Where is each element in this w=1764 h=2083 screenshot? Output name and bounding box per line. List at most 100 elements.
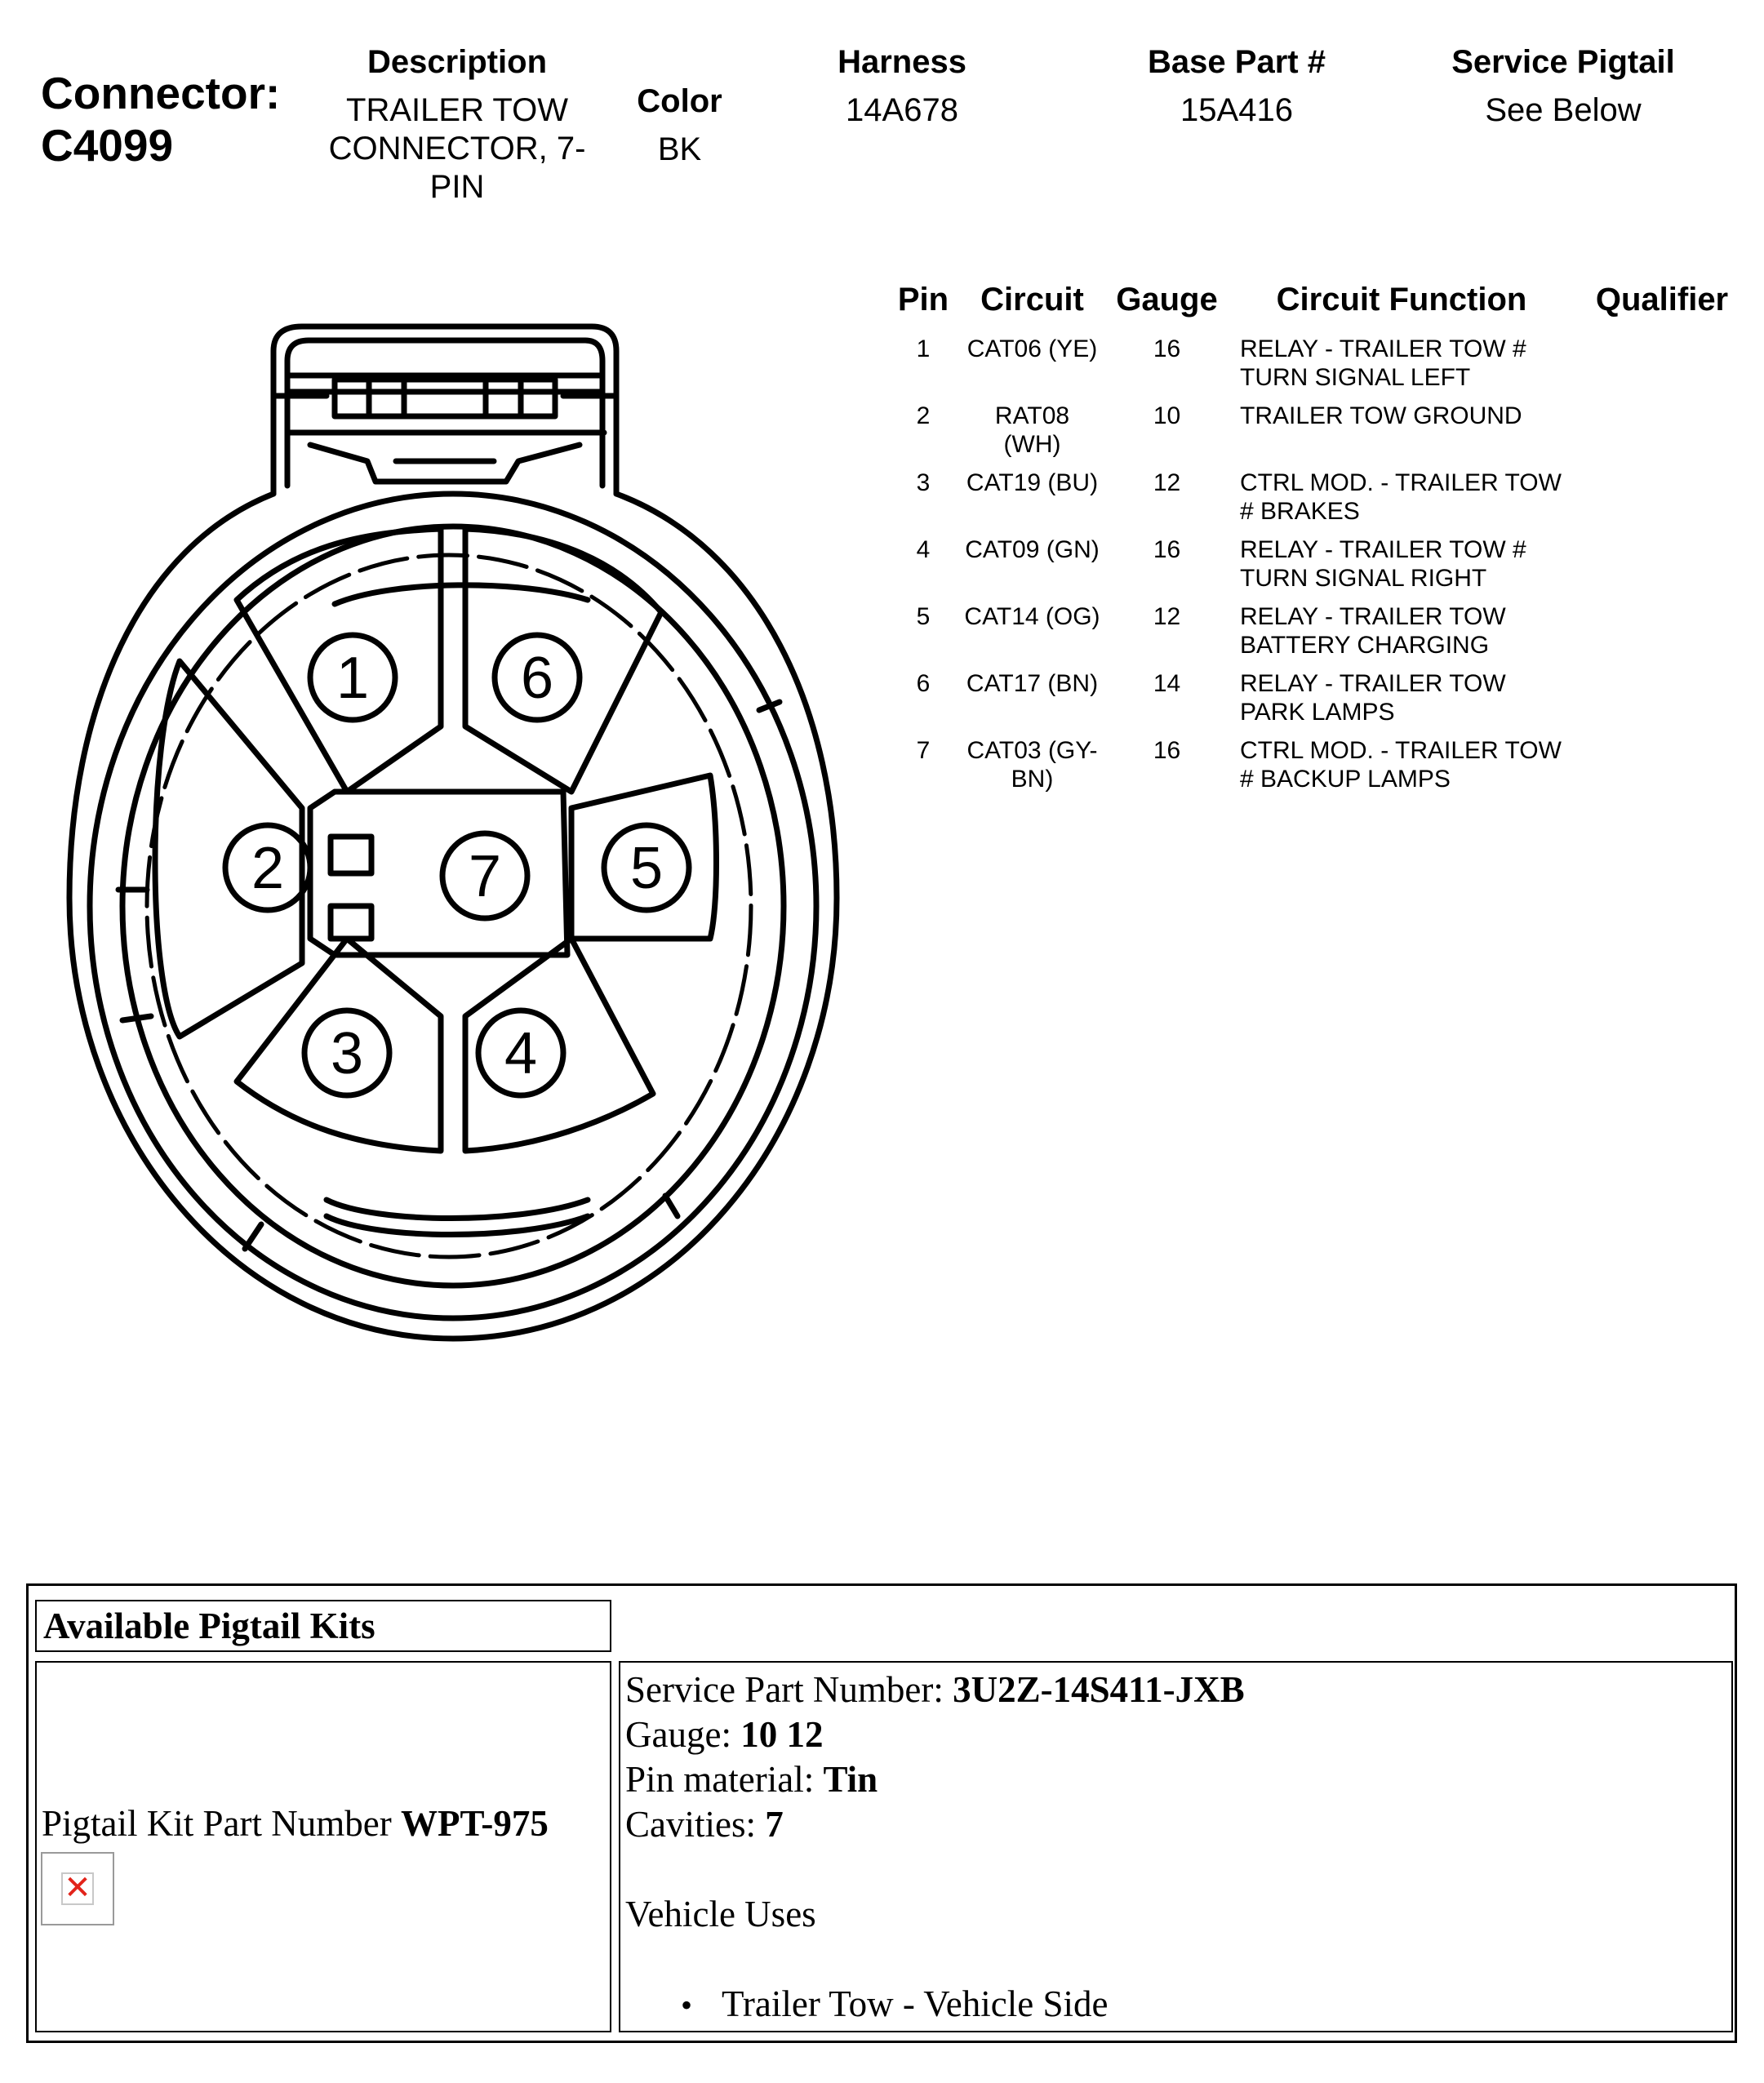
key-square xyxy=(327,903,375,942)
circuit-line: RAT08 xyxy=(994,402,1070,429)
pin-number: 7 xyxy=(916,737,931,764)
pin-6-circle xyxy=(491,632,583,723)
circuit-function: RELAY - TRAILER TOW #TURN SIGNAL LEFT xyxy=(1230,335,1573,402)
vehicle-uses-label: Vehicle Uses xyxy=(625,1894,816,1934)
service-pigtail-value: See Below xyxy=(1485,92,1642,128)
pin-material-label: Pin material: xyxy=(625,1759,824,1800)
qualifier xyxy=(1573,736,1751,803)
pin-5-circle xyxy=(601,822,692,913)
function-line: CTRL MOD. - TRAILER TOW xyxy=(1240,737,1562,764)
base-part-column: Base Part # 15A416 xyxy=(1106,42,1367,130)
broken-image-x-icon: ✕ xyxy=(61,1872,94,1905)
pin-number: 4 xyxy=(916,536,931,563)
function-line: BATTERY CHARGING xyxy=(1240,632,1490,659)
circuit: CAT03 (GY-BN) xyxy=(961,736,1104,803)
pin-number: 1 xyxy=(916,335,931,362)
circuit-line: BN) xyxy=(1011,766,1054,793)
pin-cavity-5 xyxy=(568,772,719,942)
qualifier xyxy=(1573,469,1751,535)
header-circuit: Circuit xyxy=(980,282,1084,318)
circuit-function: CTRL MOD. - TRAILER TOW# BACKUP LAMPS xyxy=(1230,736,1573,803)
pin-3-circle xyxy=(301,1007,393,1099)
function-line: PARK LAMPS xyxy=(1240,699,1395,726)
function-line: # BACKUP LAMPS xyxy=(1240,766,1451,793)
key-notch xyxy=(756,699,783,713)
circuit-function: CTRL MOD. - TRAILER TOW# BRAKES xyxy=(1230,469,1573,535)
gauge: 10 xyxy=(1153,402,1181,429)
description-value: TRAILER TOW CONNECTOR, 7- PIN xyxy=(302,91,612,207)
connector-title: Connector: C4099 xyxy=(41,67,280,171)
circuit: CAT19 (BU) xyxy=(961,469,1104,535)
pin-number: 5 xyxy=(916,603,931,630)
pin-1-label: 1 xyxy=(336,646,369,711)
function-line: TURN SIGNAL RIGHT xyxy=(1240,565,1487,592)
function-line: RELAY - TRAILER TOW xyxy=(1240,603,1506,630)
qualifier xyxy=(1573,402,1751,469)
pigtail-details: Service Part Number: 3U2Z-14S411-JXB Gau… xyxy=(625,1668,1245,2027)
color-label: Color xyxy=(637,83,722,119)
header-circuit-function: Circuit Function xyxy=(1276,282,1527,318)
harness-value: 14A678 xyxy=(846,92,958,128)
table-row: 7 CAT03 (GY-BN) 16 CTRL MOD. - TRAILER T… xyxy=(886,736,1751,803)
description-label: Description xyxy=(367,44,548,80)
pin-1-marker: 1 xyxy=(307,632,398,723)
base-part-value: 15A416 xyxy=(1180,92,1293,128)
circuit: RAT08(WH) xyxy=(961,402,1104,469)
circuit-line: CAT09 (GN) xyxy=(965,536,1100,563)
circuit-line: CAT19 (BU) xyxy=(966,469,1099,496)
circuit-line: CAT14 (OG) xyxy=(964,603,1100,630)
pigtail-title-cell: Available Pigtail Kits xyxy=(35,1600,611,1652)
pigtail-title: Available Pigtail Kits xyxy=(43,1606,375,1646)
circuit-function: TRAILER TOW GROUND xyxy=(1230,402,1573,469)
qualifier xyxy=(1573,669,1751,736)
pin-cavity-6 xyxy=(462,526,664,795)
pin-4-label: 4 xyxy=(504,1021,537,1086)
pin-2-circle xyxy=(222,822,313,913)
pigtail-kit-cell: Pigtail Kit Part Number WPT-975 ✕ xyxy=(35,1661,611,2032)
pin-7-circle xyxy=(439,830,531,922)
connector-face-diagram: 1 6 2 7 5 3 4 xyxy=(66,323,840,1342)
list-item: Trailer Tow - Vehicle Side xyxy=(681,1982,1245,2027)
gauge: 12 xyxy=(1153,469,1181,496)
pin-material-value: Tin xyxy=(823,1759,878,1800)
function-line: RELAY - TRAILER TOW xyxy=(1240,670,1506,697)
pin-4-circle xyxy=(475,1007,567,1099)
circuit-line: CAT17 (BN) xyxy=(966,670,1099,697)
service-pigtail-column: Service Pigtail See Below xyxy=(1416,42,1710,130)
connector-middle-ring xyxy=(87,491,820,1321)
gauge: 16 xyxy=(1153,335,1181,362)
header-pin: Pin xyxy=(897,282,949,318)
table-row: 4 CAT09 (GN) 16 RELAY - TRAILER TOW #TUR… xyxy=(886,535,1751,602)
cavities-value: 7 xyxy=(765,1804,784,1845)
pin-1-circle xyxy=(307,632,398,723)
pin-number: 2 xyxy=(916,402,931,429)
top-band xyxy=(331,582,591,607)
pigtail-kit-number: WPT-975 xyxy=(400,1803,549,1844)
qualifier xyxy=(1573,335,1751,402)
pin-5-label: 5 xyxy=(630,836,663,901)
bottom-band xyxy=(323,1213,591,1237)
gauge: 14 xyxy=(1153,670,1181,697)
function-line: TRAILER TOW GROUND xyxy=(1240,402,1522,429)
pin-table-header-row: Pin Circuit Gauge Circuit Function Quali… xyxy=(886,282,1751,335)
function-line: CTRL MOD. - TRAILER TOW xyxy=(1240,469,1562,496)
latch-housing-inner xyxy=(284,337,606,489)
pin-4-marker: 4 xyxy=(475,1007,567,1099)
pigtail-kit-part-number: Pigtail Kit Part Number WPT-975 xyxy=(42,1801,549,1846)
function-line: RELAY - TRAILER TOW # xyxy=(1240,335,1526,362)
circuit-function: RELAY - TRAILER TOW #TURN SIGNAL RIGHT xyxy=(1230,535,1573,602)
gauge: 16 xyxy=(1153,737,1181,764)
pin-cavity-7 xyxy=(307,788,571,958)
pin-6-label: 6 xyxy=(521,646,553,711)
service-part-row: Service Part Number: 3U2Z-14S411-JXB xyxy=(625,1668,1245,1712)
pin-2-label: 2 xyxy=(251,836,284,901)
connector-label: Connector: xyxy=(41,68,281,118)
circuit: CAT17 (BN) xyxy=(961,669,1104,736)
pigtail-details-cell: Service Part Number: 3U2Z-14S411-JXB Gau… xyxy=(619,1661,1733,2032)
gauge: 16 xyxy=(1153,536,1181,563)
pin-number: 6 xyxy=(916,670,931,697)
bottom-band xyxy=(323,1197,591,1221)
header-qualifier: Qualifier xyxy=(1595,282,1729,318)
